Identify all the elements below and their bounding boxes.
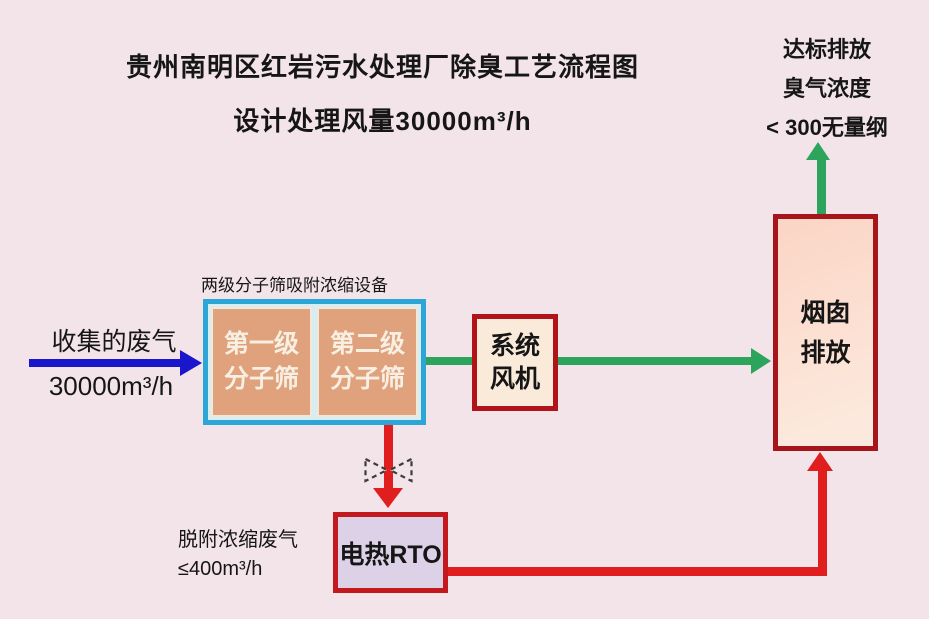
sieve-stage2-line2: 分子筛 bbox=[329, 365, 405, 393]
emission-note-line3: < 300无量纲 bbox=[766, 115, 888, 140]
sieve-stage1-line2: 分子筛 bbox=[223, 365, 299, 393]
desorption-arrow-head bbox=[373, 488, 403, 508]
rto-label: 电热RTO bbox=[339, 540, 442, 569]
stack-discharge-label: 烟囱 排放 bbox=[800, 293, 850, 373]
page-title: 贵州南明区红岩污水处理厂除臭工艺流程图 bbox=[125, 52, 639, 82]
system-fan-line1: 系统 bbox=[489, 331, 540, 360]
stack-line2: 排放 bbox=[800, 338, 851, 367]
inlet-gas-label: 收集的废气 bbox=[51, 328, 177, 356]
sieve-stage1-label: 第一级 分子筛 bbox=[224, 327, 299, 397]
stack-outlet-arrow-shaft bbox=[817, 159, 826, 216]
adsorption-unit-box: 第一级 分子筛 第二级 分子筛 bbox=[203, 299, 426, 425]
rto-to-stack-arrow-horizontal bbox=[444, 567, 827, 576]
emission-note-line2: 臭气浓度 bbox=[782, 76, 871, 101]
page-subtitle: 设计处理风量30000m³/h bbox=[233, 106, 532, 136]
sieve-stage1-box: 第一级 分子筛 bbox=[211, 307, 312, 417]
desorption-arrow-shaft bbox=[384, 423, 393, 490]
rto-to-stack-arrow-head bbox=[807, 452, 833, 471]
sieve-stage1-line1: 第一级 bbox=[223, 330, 299, 358]
treated-gas-arrow-shaft bbox=[424, 357, 753, 365]
inlet-arrow-shaft bbox=[29, 359, 182, 367]
emission-standard-note: 达标排放 臭气浓度 < 300无量纲 bbox=[727, 30, 927, 147]
treated-gas-arrow-head bbox=[751, 348, 771, 374]
inlet-arrow-head bbox=[180, 350, 202, 376]
stack-outlet-arrow-head bbox=[806, 142, 830, 160]
desorption-line1: 脱附浓缩废气 bbox=[178, 529, 298, 551]
stack-discharge-box: 烟囱 排放 bbox=[773, 214, 878, 451]
emission-note-line1: 达标排放 bbox=[782, 37, 871, 62]
rto-box: 电热RTO bbox=[333, 512, 448, 593]
desorption-line2: ≤400m³/h bbox=[178, 558, 263, 580]
desorption-gas-label: 脱附浓缩废气 ≤400m³/h bbox=[178, 526, 338, 584]
sieve-stage2-label: 第二级 分子筛 bbox=[330, 327, 405, 397]
adsorption-unit-label: 两级分子筛吸附浓缩设备 bbox=[201, 276, 388, 295]
inlet-flow-rate: 30000m³/h bbox=[48, 371, 174, 401]
system-fan-label: 系统 风机 bbox=[490, 330, 540, 396]
system-fan-line2: 风机 bbox=[489, 364, 540, 393]
sieve-stage2-line1: 第二级 bbox=[329, 330, 405, 358]
sieve-stage2-box: 第二级 分子筛 bbox=[317, 307, 418, 417]
stack-line1: 烟囱 bbox=[800, 298, 851, 327]
system-fan-box: 系统 风机 bbox=[472, 314, 558, 411]
valve-icon bbox=[363, 456, 414, 484]
rto-to-stack-arrow-vertical bbox=[818, 470, 827, 576]
